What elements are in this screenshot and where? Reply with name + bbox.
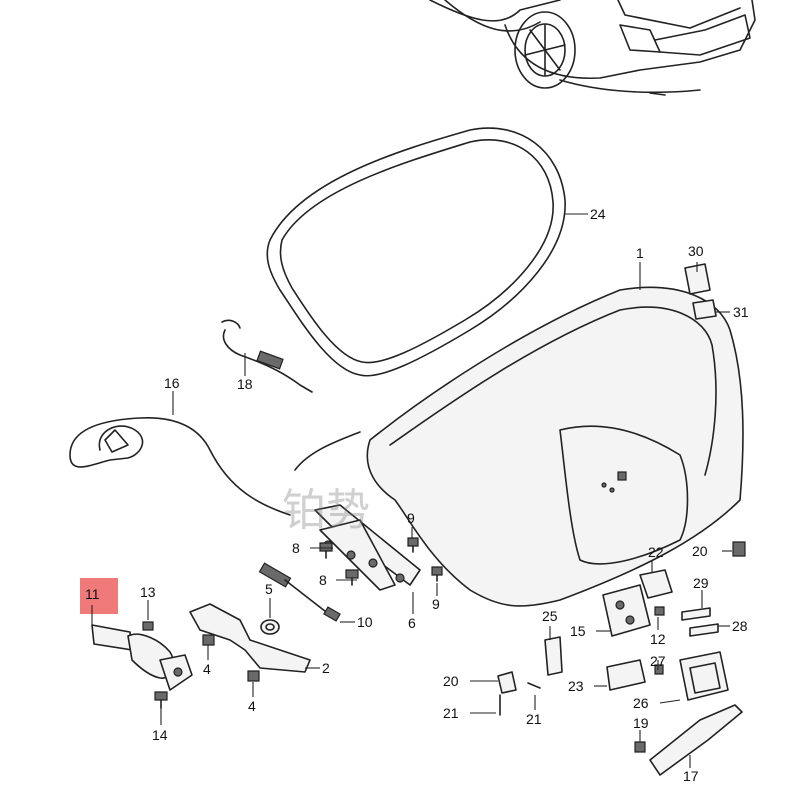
- callout-1: 1: [636, 245, 644, 261]
- callout-11: 11: [85, 586, 100, 602]
- callout-6: 6: [408, 615, 416, 631]
- callout-20b: 20: [443, 673, 459, 689]
- callout-9b: 9: [432, 596, 440, 612]
- hinge-bracket: [189, 603, 311, 682]
- callout-15: 15: [570, 623, 586, 639]
- callout-11-highlight: [80, 578, 118, 614]
- callout-20a: 20: [692, 543, 708, 559]
- callout-16: 16: [164, 375, 180, 391]
- callout-27: 27: [650, 653, 666, 669]
- callout-18: 18: [237, 376, 253, 392]
- callout-5: 5: [265, 581, 273, 597]
- actuator-11: [91, 621, 193, 709]
- callout-9a: 9: [407, 510, 415, 526]
- callout-28: 28: [732, 618, 748, 634]
- callout-2: 2: [322, 660, 330, 676]
- leader-lines: [91, 213, 732, 768]
- reference-car-drawing: [429, 0, 756, 96]
- callout-14: 14: [152, 727, 168, 743]
- trunk-lid: [366, 286, 744, 607]
- callout-8b: 8: [319, 572, 327, 588]
- callout-31: 31: [733, 304, 749, 320]
- callout-21b: 21: [526, 711, 542, 727]
- callout-4a: 4: [203, 661, 211, 677]
- callout-25: 25: [542, 608, 558, 624]
- callout-8a: 8: [292, 540, 300, 556]
- callout-24: 24: [590, 206, 606, 222]
- callout-26: 26: [633, 695, 649, 711]
- callout-17: 17: [683, 768, 699, 784]
- callout-10: 10: [357, 614, 373, 630]
- callout-labels: 1 24 30 31 18 16 8 8 9 9 10 6 5 2 4 4 11…: [85, 206, 749, 784]
- callout-22: 22: [648, 544, 664, 560]
- lock-hardware: [497, 263, 746, 776]
- trunk-seal: [266, 127, 566, 377]
- callout-21a: 21: [443, 705, 459, 721]
- cable-16: [69, 417, 361, 516]
- callout-4b: 4: [248, 698, 256, 714]
- callout-29: 29: [693, 575, 709, 591]
- callout-30: 30: [688, 243, 704, 259]
- callout-12: 12: [650, 631, 666, 647]
- callout-23: 23: [568, 678, 584, 694]
- bolts: [319, 537, 443, 586]
- cable-18: [221, 319, 313, 393]
- callout-19: 19: [633, 715, 649, 731]
- watermark: 铂势: [282, 485, 370, 536]
- callout-13: 13: [140, 584, 156, 600]
